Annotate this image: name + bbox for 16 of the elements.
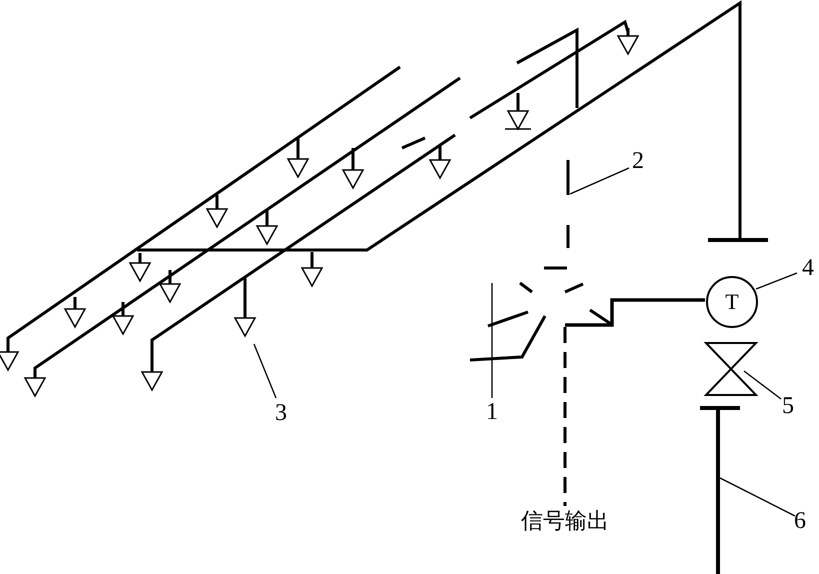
leader-line <box>756 272 798 290</box>
callout-number: 5 <box>782 394 794 418</box>
output-label: 信号输出 <box>521 511 609 533</box>
leader-line <box>744 370 782 400</box>
leader-line <box>570 167 630 195</box>
pipe-line <box>565 298 705 327</box>
callout-number: 6 <box>794 509 806 533</box>
leader-line <box>253 344 277 398</box>
sensor-circle: T <box>706 276 758 328</box>
callout-number: 1 <box>486 400 498 424</box>
leader-line <box>491 283 493 398</box>
leader-line <box>720 477 796 517</box>
callout-number: 3 <box>275 401 287 425</box>
callout-number: 4 <box>802 256 814 280</box>
callout-number: 2 <box>632 149 644 173</box>
signal-line <box>564 327 566 506</box>
